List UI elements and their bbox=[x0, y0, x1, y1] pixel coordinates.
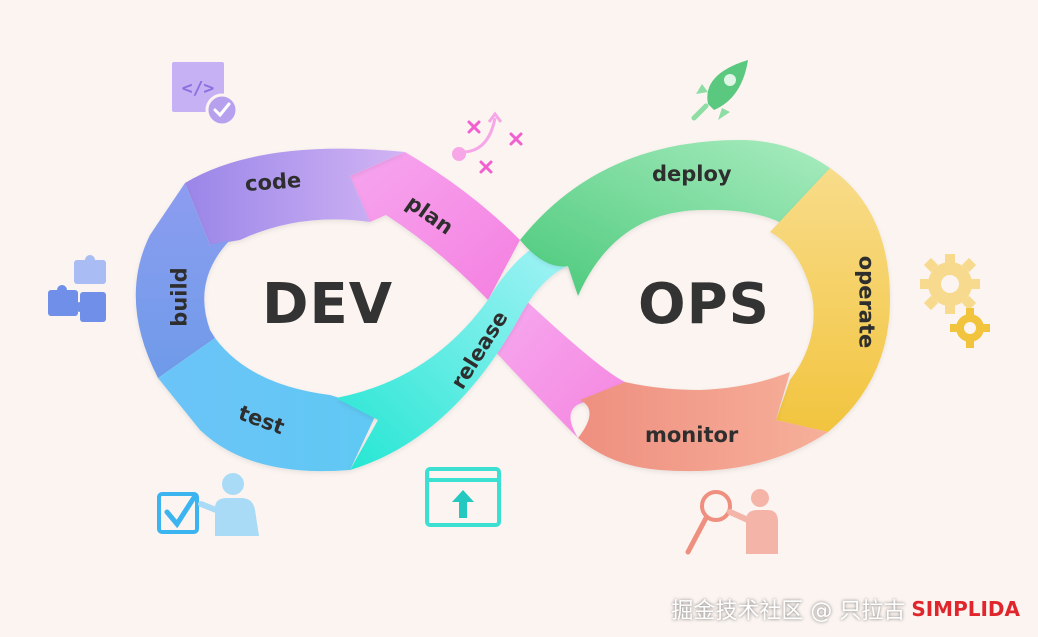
code-check-icon: </> bbox=[172, 62, 239, 127]
segment-code bbox=[185, 148, 405, 245]
stage-label-deploy: deploy bbox=[652, 162, 732, 186]
svg-text:</>: </> bbox=[182, 78, 215, 99]
segment-monitor bbox=[492, 295, 625, 438]
stage-label-monitor: monitor bbox=[645, 423, 739, 447]
watermark-text: 掘金技术社区 @ 只拉古 bbox=[671, 599, 906, 624]
strategy-plan-icon bbox=[452, 111, 523, 174]
segment-monitor-arrow bbox=[578, 372, 828, 472]
watermark: 掘金技术社区 @ 只拉古 SIMPLIDA bbox=[671, 593, 1020, 625]
upload-window-icon bbox=[425, 467, 501, 527]
segment-operate bbox=[770, 168, 890, 432]
test-checkbox-person-icon bbox=[157, 473, 259, 536]
stage-label-code: code bbox=[244, 168, 302, 196]
puzzle-icon bbox=[48, 255, 106, 322]
segment-build bbox=[135, 183, 230, 378]
segment-deploy bbox=[520, 140, 830, 296]
center-label-ops: OPS bbox=[638, 272, 770, 337]
rocket-icon bbox=[691, 60, 748, 121]
segment-release bbox=[336, 210, 600, 470]
stage-label-operate: operate bbox=[854, 255, 879, 349]
gears-icon bbox=[920, 254, 990, 348]
segment-test bbox=[158, 338, 378, 472]
center-label-dev: DEV bbox=[262, 272, 394, 337]
watermark-logo: SIMPLIDA bbox=[911, 597, 1020, 621]
stage-label-build: build bbox=[167, 267, 192, 327]
segment-plan bbox=[350, 152, 520, 300]
magnifier-person-icon bbox=[685, 489, 778, 555]
